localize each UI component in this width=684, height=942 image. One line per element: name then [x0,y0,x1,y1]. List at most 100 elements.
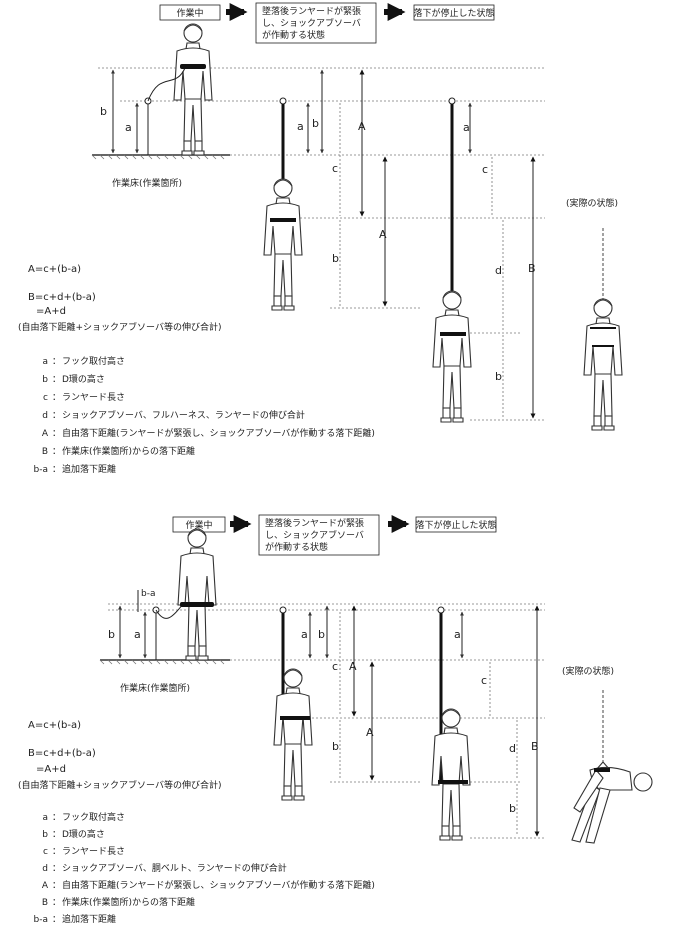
svg-text:：: ： [52,465,61,475]
dim-b: b [100,105,107,118]
formula-A: A=c+(b-a) [28,264,81,275]
flow-step-2-line-2: し、ショックアブソーバ [265,529,364,541]
formula-B: B=c+d+(b-a) [28,292,96,303]
dim-c: c [332,660,338,673]
worker-stopped [432,290,472,423]
dim-b: b [495,370,502,383]
legend-key: b-a [34,915,48,925]
dim-c: c [481,674,487,687]
legend-key: B [42,447,48,457]
legend-text: D環の高さ [62,828,105,840]
svg-text:：: ： [52,915,61,925]
svg-text:：: ： [52,864,61,874]
legend-text: 自由落下距離(ランヤードが緊張し、ショックアブソーバが作動する落下距離) [62,879,375,891]
legend-text: D環の高さ [62,373,105,385]
svg-text:：: ： [52,429,61,439]
flow-header: 作業中 墜落後ランヤードが緊張 し、ショックアブソーバ が作動する状態 落下が停… [172,514,497,556]
dim-a: a [463,121,470,134]
legend-text: 自由落下距離(ランヤードが緊張し、ショックアブソーバが作動する落下距離) [62,427,375,439]
diagram-belt: 作業中 墜落後ランヤードが緊張 し、ショックアブソーバ が作動する状態 落下が停… [18,514,653,925]
legend-key: A [42,881,49,891]
dim-a: a [125,121,132,134]
legend-key: A [42,429,49,439]
legend-text: ランヤード長さ [62,392,125,403]
legend: a ： フック取付高さ b ： D環の高さ c ： ランヤード長さ d ： ショ… [34,355,375,475]
flow-step-2-line-1: 墜落後ランヤードが緊張 [265,517,364,529]
svg-text:：: ： [52,830,61,840]
formula-B: B=c+d+(b-a) [28,748,96,759]
flow-step-1: 作業中 [185,519,212,531]
dim-b: b [332,740,339,753]
dim-A: A [358,120,366,133]
legend-text: 追加落下距離 [62,463,116,475]
flow-step-3: 落下が停止した状態 [413,7,494,19]
legend: a ： フック取付高さ b ： D環の高さ c ： ランヤード長さ d ： ショ… [34,811,375,925]
svg-text:：: ： [52,375,61,385]
dim-c: c [482,163,488,176]
flow-step-2-line-2: し、ショックアブソーバ [262,17,361,29]
dim-b: b [108,628,115,641]
svg-text:：: ： [52,357,61,367]
flow-header: 作業中 墜落後ランヤードが緊張 し、ショックアブソーバ が作動する状態 落下が停… [159,2,495,44]
legend-text: 作業床(作業箇所)からの落下距離 [62,445,195,457]
worker-standing [173,23,213,156]
dim-b: b [509,802,516,815]
legend-key: c [43,847,48,857]
legend-key: b [42,830,48,840]
flow-step-1: 作業中 [176,7,203,19]
flow-step-2-line-1: 墜落後ランヤードが緊張 [262,5,361,17]
svg-text:：: ： [52,447,61,457]
svg-text:：: ： [52,847,61,857]
legend-text: ショックアブソーバ、フルハーネス、ランヤードの伸び合計 [62,409,305,421]
worker-standing [177,528,217,661]
legend-key: d [42,864,48,874]
formula-A: A=c+(b-a) [28,720,81,731]
svg-text:：: ： [52,813,61,823]
svg-text:：: ： [52,881,61,891]
dim-B: B [531,740,539,753]
dim-A: A [379,228,387,241]
svg-text:：: ： [52,411,61,421]
legend-key: B [42,898,48,908]
legend-text: フック取付高さ [62,355,125,367]
dim-a: a [301,628,308,641]
formula-note: (自由落下距離+ショックアブソーバ等の伸び合計) [18,779,221,791]
worker-stopped [431,708,471,841]
legend-text: 作業床(作業箇所)からの落下距離 [62,896,195,908]
dim-d: d [495,264,502,277]
worker-actual-hanging [583,298,623,431]
worker-actual-bent [571,761,653,844]
floor-label: 作業床(作業箇所) [120,682,190,694]
dim-b: b [318,628,325,641]
dim-a: a [297,120,304,133]
legend-key: a [42,813,48,823]
svg-text:：: ： [52,393,61,403]
dim-c: c [332,162,338,175]
actual-state-label: (実際の状態) [566,197,618,209]
dim-A: A [349,660,357,673]
flow-step-2-line-3: が作動する状態 [265,541,328,553]
dim-A: A [366,726,374,739]
actual-state-label: (実際の状態) [562,665,614,677]
floor-label: 作業床(作業箇所) [112,177,182,189]
dim-d: d [509,742,516,755]
dim-B: B [528,262,536,275]
dim-a: a [454,628,461,641]
dim-b: b [312,117,319,130]
legend-text: 追加落下距離 [62,913,116,925]
flow-step-3: 落下が停止した状態 [415,519,496,531]
diagram-harness: 作業中 墜落後ランヤードが緊張 し、ショックアブソーバ が作動する状態 落下が停… [18,2,623,475]
dim-b: b [332,252,339,265]
formula-B-cont: =A+d [36,764,66,775]
legend-key: a [42,357,48,367]
worker-falling [273,668,313,801]
legend-key: c [43,393,48,403]
worker-falling [263,178,303,311]
dim-b-a: b-a [141,589,155,599]
legend-text: ショックアブソーバ、胴ベルト、ランヤードの伸び合計 [62,862,287,874]
formula-B-cont: =A+d [36,306,66,317]
legend-text: フック取付高さ [62,811,125,823]
flow-step-2-line-3: が作動する状態 [262,29,325,41]
legend-key: d [42,411,48,421]
